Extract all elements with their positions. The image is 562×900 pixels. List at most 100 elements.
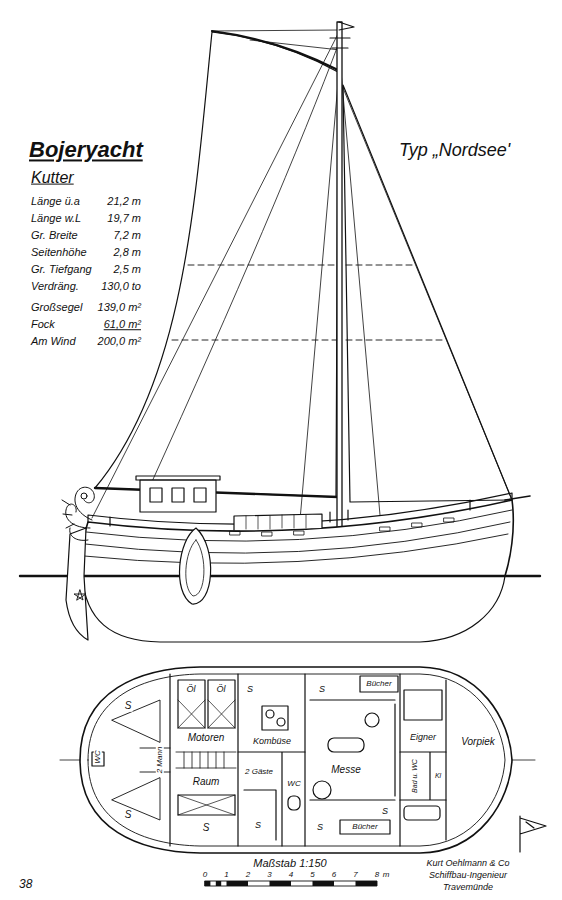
stove bbox=[262, 706, 288, 730]
bulkheads bbox=[170, 674, 446, 846]
label: Am Wind bbox=[30, 336, 77, 348]
deckhouse-roof bbox=[136, 476, 220, 480]
label: S bbox=[318, 685, 326, 694]
label: S bbox=[381, 807, 389, 816]
label: Gr. Breite bbox=[30, 230, 79, 242]
label: Bücher bbox=[365, 680, 392, 688]
label: 2,8 m bbox=[112, 247, 142, 259]
label: Travemünde bbox=[442, 883, 494, 892]
label: Vorpiek bbox=[460, 737, 496, 748]
scale-fill bbox=[205, 881, 377, 886]
tank bbox=[178, 795, 235, 815]
mast bbox=[337, 22, 342, 530]
hull-plan bbox=[80, 667, 512, 853]
label: 2,5 m bbox=[112, 264, 142, 276]
label: 7 bbox=[352, 871, 358, 879]
label: Bücher bbox=[351, 823, 378, 831]
label: Öl bbox=[186, 685, 197, 694]
deckhouse bbox=[140, 480, 216, 512]
crosstrees bbox=[330, 22, 354, 48]
label: S bbox=[124, 701, 133, 712]
burner bbox=[277, 718, 285, 726]
flag bbox=[520, 816, 546, 852]
tank-cross bbox=[178, 795, 235, 815]
label: Bad u. WC bbox=[411, 758, 418, 794]
bunks bbox=[112, 700, 170, 820]
label: Verdräng. bbox=[30, 281, 80, 293]
label: 200,0 m² bbox=[97, 336, 142, 348]
mainsail bbox=[95, 32, 338, 497]
hull-underwater bbox=[82, 576, 505, 642]
tank-cross bbox=[178, 700, 235, 728]
wale bbox=[84, 510, 512, 563]
label: S bbox=[316, 823, 324, 832]
label: 4 bbox=[288, 871, 294, 879]
window bbox=[194, 488, 206, 502]
gaff bbox=[212, 31, 338, 70]
window bbox=[172, 488, 184, 502]
label: 6 bbox=[331, 871, 337, 879]
bookshelf bbox=[360, 676, 398, 692]
label: 0 bbox=[202, 871, 208, 879]
label: S bbox=[254, 821, 262, 830]
label: Eigner bbox=[409, 733, 437, 742]
bookshelf bbox=[340, 820, 390, 834]
label: 5 bbox=[309, 871, 315, 879]
label: 1 bbox=[223, 871, 229, 879]
label: Großsegel bbox=[30, 302, 83, 314]
label: Schiffbau-Ingenieur bbox=[428, 871, 508, 880]
label: 130,0 to bbox=[100, 281, 142, 293]
centerline bbox=[60, 760, 535, 761]
settee bbox=[310, 700, 395, 800]
title: Bojeryacht bbox=[28, 138, 144, 161]
bowsprit bbox=[505, 496, 530, 500]
rudder bbox=[66, 528, 88, 640]
label: S bbox=[246, 685, 254, 694]
label: Gr. Tiefgang bbox=[30, 264, 93, 276]
label: Kombüse bbox=[252, 737, 292, 746]
label: Öl bbox=[216, 685, 227, 694]
label: 38 bbox=[18, 878, 33, 891]
label: Kutter bbox=[30, 170, 75, 187]
label: 2 Mann bbox=[156, 746, 164, 775]
label: Seitenhöhe bbox=[30, 247, 88, 259]
burner bbox=[266, 710, 274, 718]
chair bbox=[313, 781, 331, 799]
skylight bbox=[234, 514, 322, 530]
partitions bbox=[400, 752, 446, 800]
label: m bbox=[382, 871, 391, 879]
toilet bbox=[288, 796, 300, 810]
label: Kl bbox=[434, 772, 442, 779]
table bbox=[328, 738, 364, 752]
label: Fock bbox=[30, 319, 56, 331]
label: 2 bbox=[245, 871, 251, 879]
label: Kurt Oehlmann & Co bbox=[425, 859, 510, 868]
skylight-panes bbox=[246, 515, 306, 529]
bath bbox=[404, 806, 440, 820]
hull-plan-inner bbox=[88, 674, 505, 846]
window bbox=[150, 488, 162, 502]
label: Maßstab 1:150 bbox=[252, 858, 327, 870]
scale-bar bbox=[205, 881, 377, 886]
leeboard-inner bbox=[186, 540, 204, 596]
label: Typ „Nordsee' bbox=[398, 141, 511, 160]
label: 2 Gäste bbox=[244, 768, 274, 776]
reef-line bbox=[172, 265, 445, 340]
bollards bbox=[110, 500, 470, 526]
partitions bbox=[238, 752, 305, 846]
label: 7,2 m bbox=[112, 230, 142, 242]
label: Länge w.L bbox=[30, 213, 82, 225]
label: 19,7 m bbox=[106, 213, 142, 225]
label: Raum bbox=[192, 777, 221, 788]
label: 139,0 m² bbox=[97, 302, 142, 314]
label: 21,2 m bbox=[106, 196, 142, 208]
label: Motoren bbox=[187, 733, 226, 744]
stern-dragon bbox=[62, 487, 94, 540]
star bbox=[74, 590, 86, 600]
label: S bbox=[124, 810, 133, 821]
waterline bbox=[20, 575, 540, 577]
label: 61,0 m² bbox=[103, 319, 142, 331]
label: Länge ü.a bbox=[30, 196, 81, 208]
rigging bbox=[92, 30, 512, 520]
